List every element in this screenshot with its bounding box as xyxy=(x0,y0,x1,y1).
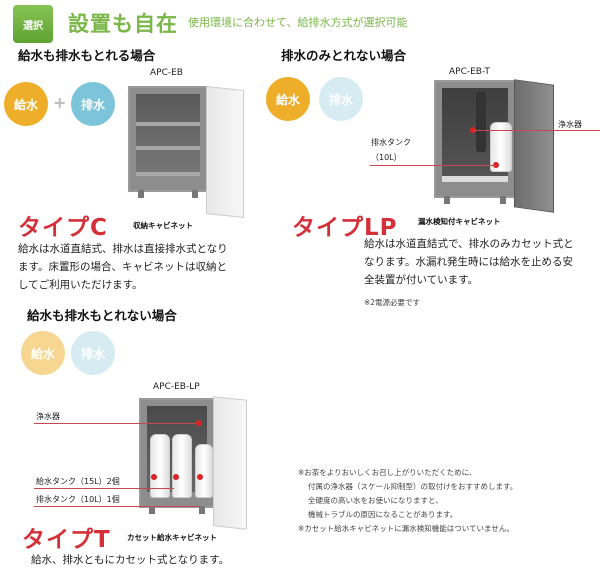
storage-cabinet-image xyxy=(128,86,208,198)
cabinet-door xyxy=(213,396,247,530)
water-filter-label: 浄水器 xyxy=(558,120,582,129)
supply-circle: 給水 xyxy=(266,77,310,121)
marker-dot xyxy=(493,162,499,168)
callout-line xyxy=(34,488,174,489)
callout-line xyxy=(473,130,600,131)
description-lp: 給水は水道直結式で、排水のみカセット式と なります。水漏れ発生時には給水を止める… xyxy=(364,238,574,286)
model-name: APC-EB-T xyxy=(449,67,490,77)
marker-dot xyxy=(151,474,157,480)
type-label-c: タイプC xyxy=(18,215,108,241)
marker-dot xyxy=(196,420,202,426)
drain-circle-disabled: 排水 xyxy=(71,331,115,375)
model-name: APC-EB-LP xyxy=(153,382,200,392)
supply-tank-label: 給水タンク（15L）2個 xyxy=(36,477,120,486)
leak-detect-cabinet-image xyxy=(434,80,516,204)
callout-line xyxy=(34,506,200,507)
marker-dot xyxy=(197,474,203,480)
supply-circle: 給水 xyxy=(4,82,48,126)
drain-tank-capacity: （10L） xyxy=(371,153,402,162)
case-heading-t: 給水も排水もとれない場合 xyxy=(27,308,177,323)
power-note: ※2電源必要です xyxy=(364,298,421,307)
drain-circle: 排水 xyxy=(71,82,115,126)
plus-icon: + xyxy=(53,93,67,112)
model-name: APC-EB xyxy=(150,68,183,78)
page-subtitle: 使用環境に合わせて、給排水方式が選択可能 xyxy=(188,16,408,29)
cabinet-door xyxy=(206,86,244,218)
case-heading-c: 給水も排水もとれる場合 xyxy=(18,48,156,63)
page-title: 設置も自在 xyxy=(68,12,178,36)
water-filter-label: 浄水器 xyxy=(36,412,60,421)
marker-dot xyxy=(173,474,179,480)
supply-circle-disabled: 給水 xyxy=(21,331,65,375)
case-heading-lp: 排水のみとれない場合 xyxy=(281,48,407,63)
drain-tank-label: 排水タンク（10L）1個 xyxy=(36,495,120,504)
cabinet-door xyxy=(514,79,554,213)
callout-line xyxy=(34,423,200,424)
cabinet-caption: カセット給水キャビネット xyxy=(127,533,217,542)
cabinet-caption: 漏水検知付キャビネット xyxy=(418,217,501,226)
select-badge: 選択 xyxy=(13,5,53,43)
drain-circle-disabled: 排水 xyxy=(319,77,363,121)
drain-tank-label: 排水タンク xyxy=(371,138,411,147)
description-c: 給水は水道直結式、排水は直接排水式となり ます。床置形の場合、キャビネットは収納… xyxy=(18,243,228,291)
callout-line xyxy=(370,165,496,166)
cabinet-caption: 収納キャビネット xyxy=(133,221,193,230)
type-label-lp: タイプLP xyxy=(292,215,398,241)
footnotes: ※お茶をよりおいしくお召し上がりいただくために、 付属の浄水器（スケール抑制型）… xyxy=(298,468,518,533)
type-label-t: タイプT xyxy=(22,527,111,553)
description-t: 給水、排水ともにカセット式となります。 xyxy=(31,554,230,566)
cassette-cabinet-image xyxy=(139,398,215,514)
